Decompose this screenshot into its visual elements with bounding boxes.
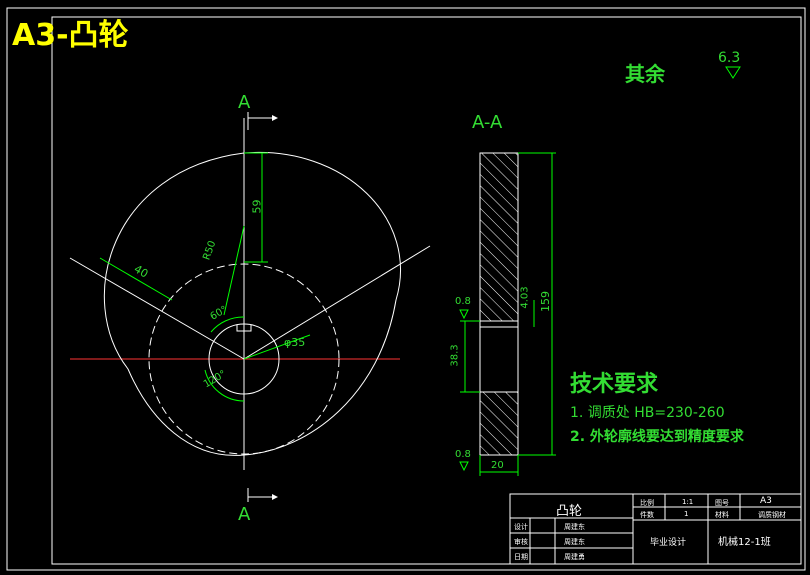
dim-20: 20 (491, 460, 504, 471)
tb-sheet-value: A3 (760, 496, 772, 506)
section-arrow-top-head (272, 115, 278, 121)
tb-scale-value: 1:1 (682, 498, 694, 506)
tb-qty-label: 件数 (640, 511, 654, 519)
dim-120-arc (204, 369, 245, 402)
roughness-symbol-2 (459, 461, 469, 472)
section-arrow-bottom-head (272, 494, 278, 500)
dim-40-line (99, 257, 173, 301)
page-title: A3-凸轮 (12, 18, 129, 53)
section-upper-block (479, 152, 519, 322)
tb-scale-label: 比例 (640, 499, 654, 507)
section-label-bottom: A (238, 504, 251, 525)
tb-row3-value: 周建勇 (564, 553, 585, 561)
tb-row2-label: 审核 (514, 538, 528, 546)
tb-material-label: 材料 (715, 511, 729, 519)
roughness-symbol-3 (725, 66, 741, 79)
tech-requirements-heading: 技术要求 (570, 372, 659, 397)
tb-qty-value: 1 (684, 510, 689, 518)
roughness-0-8-bottom: 0.8 (455, 449, 471, 460)
tb-project: 毕业设计 (650, 538, 687, 548)
cam-outer-profile (103, 151, 401, 456)
surface-finish-label: 其余 (625, 62, 665, 86)
tb-row1-value: 周建东 (564, 523, 585, 531)
dim-4-03: 4.03 (519, 286, 531, 309)
construction-line-right (243, 245, 431, 360)
dim-r50-line (223, 225, 245, 316)
section-view (479, 152, 519, 456)
title-block (509, 493, 802, 565)
roughness-symbol-1 (459, 309, 469, 320)
tb-row2-value: 周建东 (564, 538, 585, 546)
construction-line-left (69, 257, 245, 360)
tb-part-name: 凸轮 (556, 504, 583, 519)
dim-159: 159 (539, 291, 552, 312)
tech-requirement-2: 2. 外轮廓线要达到精度要求 (570, 429, 744, 445)
inner-frame (51, 16, 802, 565)
roughness-0-8-top: 0.8 (455, 296, 471, 307)
section-label-top: A (238, 92, 251, 113)
section-view-label: A-A (472, 112, 503, 133)
tb-row3-label: 日期 (514, 553, 528, 561)
dim-phi35: φ35 (284, 336, 306, 349)
dim-60-arc (210, 316, 245, 333)
section-lower-block (479, 391, 519, 456)
surface-finish-value: 6.3 (718, 50, 741, 66)
dim-phi35-line (243, 334, 311, 360)
tb-material-value: 调质钢材 (758, 511, 786, 519)
dim-38-3: 38.3 (449, 344, 461, 367)
tb-class-code: 机械12-1班 (718, 537, 771, 548)
dim-59: 59 (250, 199, 264, 214)
tb-row1-label: 设计 (514, 523, 528, 531)
tb-sheet-label: 图号 (715, 499, 729, 507)
tech-requirement-1: 1. 调质处 HB=230-260 (570, 405, 725, 421)
outer-frame (6, 7, 806, 571)
